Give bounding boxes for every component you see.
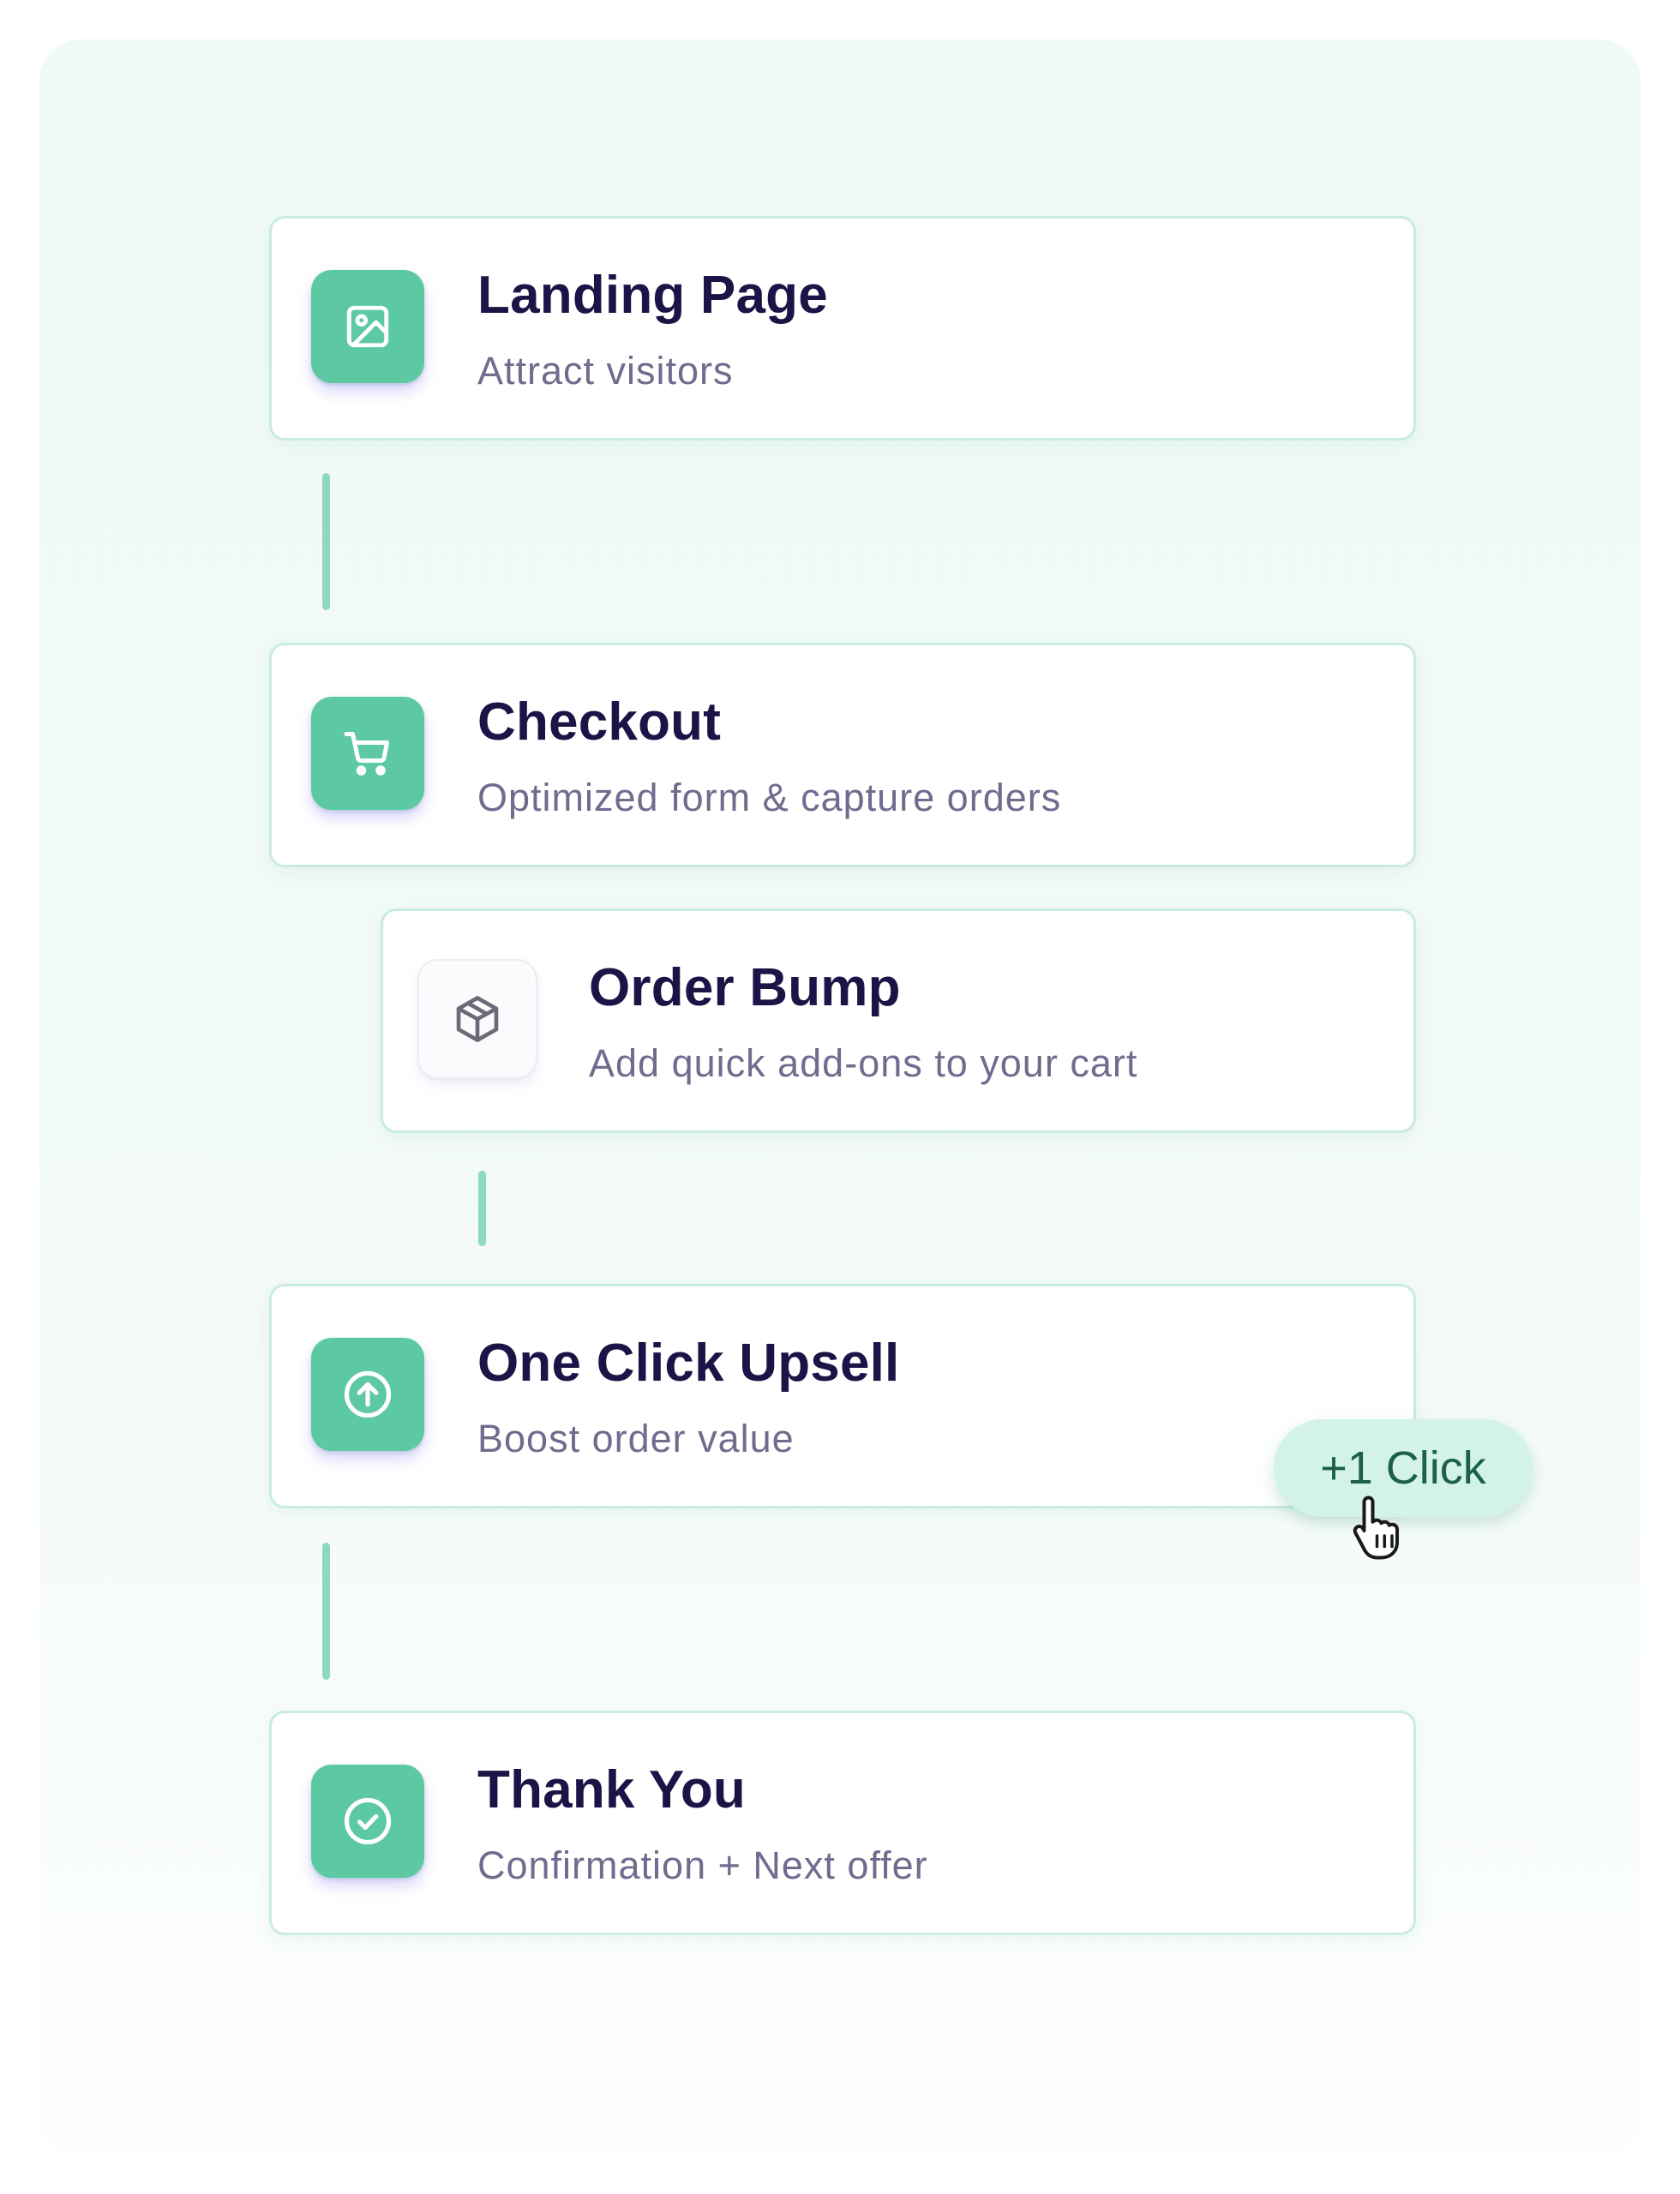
step-icon-box [311, 1765, 424, 1878]
one-click-badge[interactable]: +1 Click [1274, 1419, 1533, 1517]
step-icon-box [311, 697, 424, 810]
hand-pointer-icon [1353, 1496, 1399, 1560]
step-card-one-click-upsell[interactable]: One Click Upsell Boost order value [269, 1284, 1416, 1508]
image-icon [346, 305, 389, 348]
step-card-thank-you[interactable]: Thank You Confirmation + Next offer [269, 1711, 1416, 1935]
step-title: Landing Page [477, 266, 828, 325]
step-icon-box [311, 1338, 424, 1451]
step-card-checkout[interactable]: Checkout Optimized form & capture orders [269, 643, 1416, 867]
step-title: Order Bump [589, 958, 901, 1017]
step-title: Checkout [477, 692, 722, 752]
arrow-up-circle-icon [344, 1370, 392, 1418]
connector-line [322, 473, 330, 610]
box-icon [456, 996, 499, 1042]
step-card-landing-page[interactable]: Landing Page Attract visitors [269, 216, 1416, 441]
cart-icon [344, 732, 389, 776]
step-title: One Click Upsell [477, 1334, 900, 1393]
funnel-panel: Landing Page Attract visitors Checkout O… [39, 39, 1641, 2155]
connector-line [322, 1543, 330, 1680]
step-subtitle: Optimized form & capture orders [477, 776, 1062, 819]
one-click-badge-label: +1 Click [1320, 1442, 1486, 1494]
step-subtitle: Attract visitors [477, 349, 734, 393]
step-subtitle: Boost order value [477, 1417, 795, 1460]
check-circle-icon [344, 1797, 392, 1845]
step-subtitle: Confirmation + Next offer [477, 1843, 928, 1887]
step-title: Thank You [477, 1760, 746, 1819]
step-card-order-bump[interactable]: Order Bump Add quick add-ons to your car… [381, 908, 1416, 1133]
step-icon-box [311, 270, 424, 383]
step-icon-box [417, 959, 537, 1079]
connector-line [478, 1171, 486, 1246]
step-subtitle: Add quick add-ons to your cart [589, 1041, 1138, 1085]
